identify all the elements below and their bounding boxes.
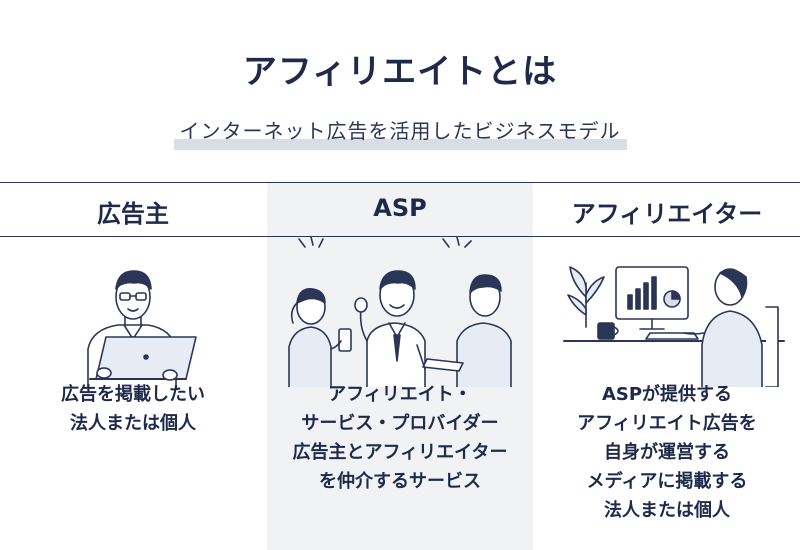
description-line: アフィリエイト・ bbox=[328, 384, 472, 405]
column-heading: ASP bbox=[373, 194, 427, 222]
column-description: アフィリエイト・ サービス・プロバイダー 広告主とアフィリエイター を仲介するサ… bbox=[267, 380, 533, 496]
description-line: 自身が運営する bbox=[604, 442, 730, 463]
description-line: メディアに掲載する bbox=[586, 471, 748, 492]
description-line: ASPが提供する bbox=[601, 384, 733, 405]
description-line: 法人または個人 bbox=[70, 413, 196, 434]
header-top-rule bbox=[0, 182, 800, 183]
subtitle-wrap: インターネット広告を活用したビジネスモデル bbox=[0, 115, 800, 150]
subtitle: インターネット広告を活用したビジネスモデル bbox=[173, 115, 627, 150]
description-line: 広告主とアフィリエイター bbox=[292, 442, 508, 463]
description-line: サービス・プロバイダー bbox=[301, 413, 499, 434]
advertiser-illustration bbox=[87, 270, 197, 387]
subtitle-text: インターネット広告を活用したビジネスモデル bbox=[179, 119, 621, 143]
affiliater-illustration bbox=[563, 266, 785, 387]
page-title: アフィリエイトとは bbox=[242, 52, 558, 92]
header-bottom-rule bbox=[0, 236, 800, 237]
asp-illustration bbox=[288, 237, 512, 387]
description-line: を仲介するサービス bbox=[319, 471, 481, 492]
column-heading: アフィリエイター bbox=[571, 200, 763, 228]
column-asp: ASP bbox=[267, 182, 533, 550]
column-affiliater: アフィリエイター bbox=[534, 182, 800, 550]
description-line: 法人または個人 bbox=[604, 500, 730, 521]
column-description: 広告を掲載したい 法人または個人 bbox=[0, 380, 266, 438]
column-advertiser: 広告主 広告を掲載したい 法人または個 bbox=[0, 182, 266, 550]
description-line: 広告を掲載したい bbox=[61, 384, 205, 405]
description-line: アフィリエイト広告を bbox=[577, 413, 757, 434]
column-heading: 広告主 bbox=[97, 200, 169, 228]
column-description: ASPが提供する アフィリエイト広告を 自身が運営する メディアに掲載する 法人… bbox=[534, 380, 800, 525]
